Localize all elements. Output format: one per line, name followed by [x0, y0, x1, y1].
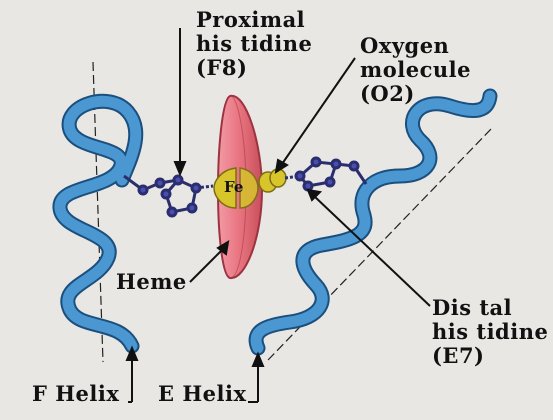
proximal-histidine-label: Proximal his tidine (F8)	[196, 8, 312, 80]
oxygen-line3: (O2)	[360, 81, 415, 106]
distal-histidine-label: Dis tal his tidine (E7)	[432, 296, 548, 368]
proximal-line1: Proximal	[196, 7, 306, 32]
iron-atom	[213, 167, 259, 209]
oxygen-molecule	[258, 168, 287, 193]
heme-label: Heme	[116, 269, 187, 294]
leader-lines	[125, 28, 431, 403]
e-helix	[248, 88, 498, 356]
distal-histidine-molecule	[284, 156, 368, 192]
f-helix-axis	[92, 61, 104, 363]
fe-label: Fe	[224, 178, 244, 196]
oxygen-molecule-label: Oxygen molecule (O2)	[360, 34, 471, 106]
proximal-line3: (F8)	[196, 55, 248, 80]
distal-line3: (E7)	[432, 343, 485, 368]
oxygen-line1: Oxygen	[360, 33, 450, 58]
proximal-histidine-molecule	[123, 174, 214, 218]
f-helix-label: F Helix	[32, 381, 120, 406]
e-helix-label: E Helix	[158, 381, 247, 406]
distal-line1: Dis tal	[432, 295, 513, 320]
proximal-line2: his tidine	[196, 31, 313, 56]
distal-line2: his tidine	[432, 319, 549, 344]
f-helix	[52, 93, 144, 354]
oxygen-line2: molecule	[360, 57, 471, 82]
